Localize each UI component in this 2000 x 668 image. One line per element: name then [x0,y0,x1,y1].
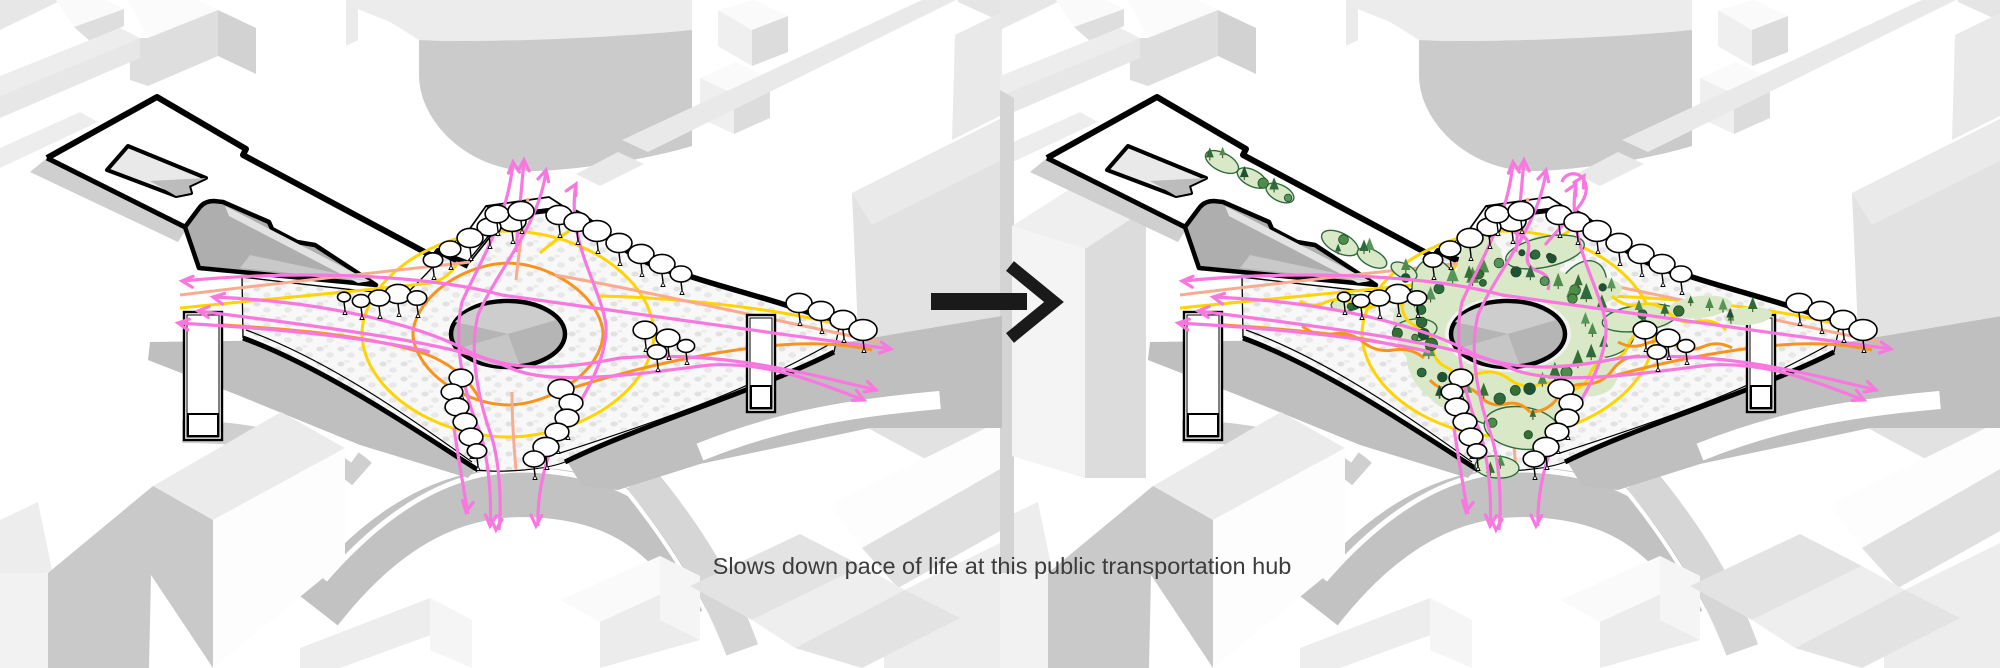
svg-text:Slows down pace of life at thi: Slows down pace of life at this public t… [713,553,1292,579]
